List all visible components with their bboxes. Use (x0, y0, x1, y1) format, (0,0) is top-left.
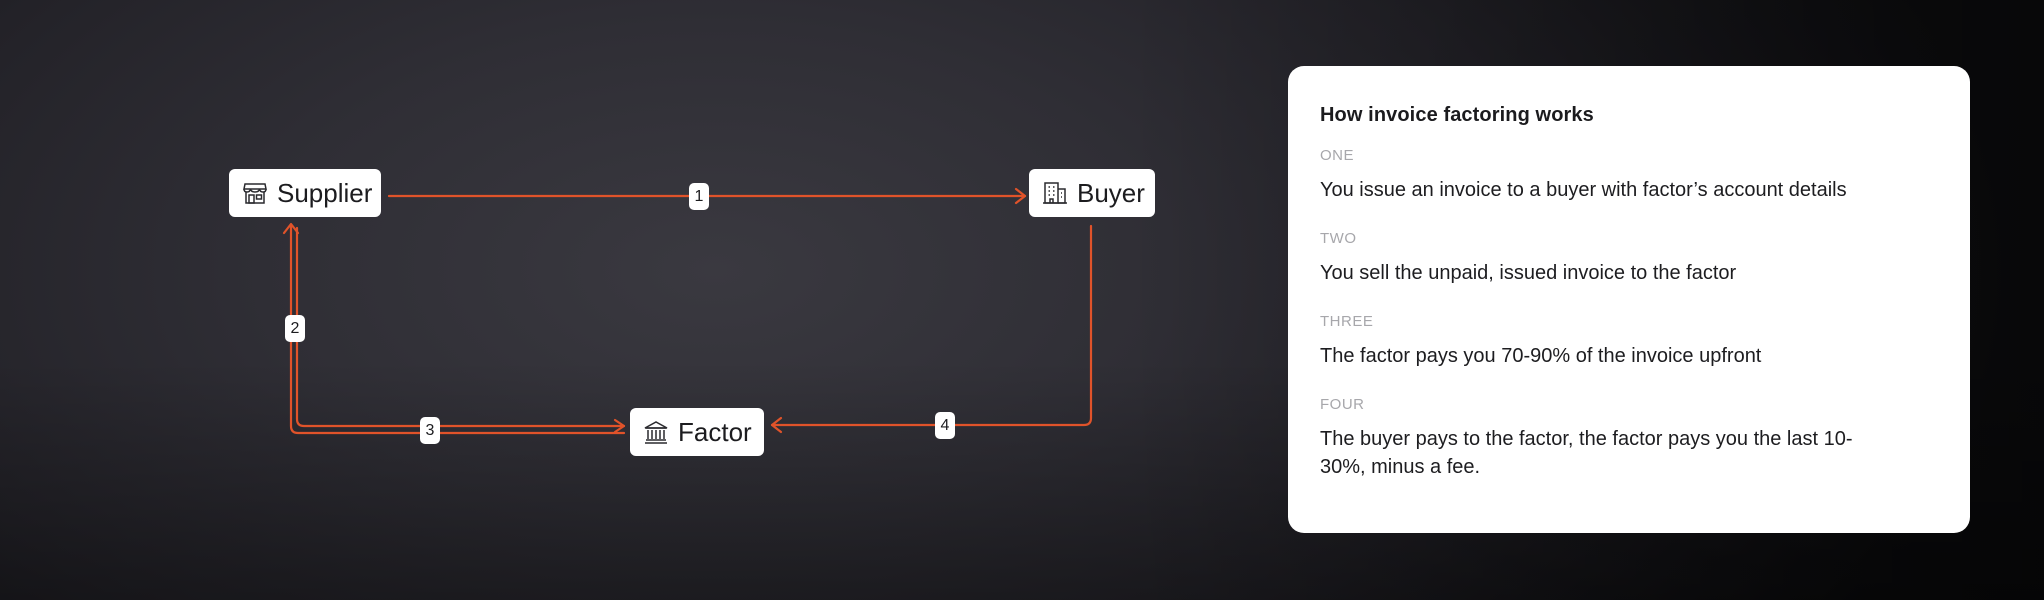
bank-icon (644, 421, 668, 444)
step-two: TWO You sell the unpaid, issued invoice … (1320, 230, 1938, 287)
edge-3-badge: 3 (420, 417, 440, 444)
edge-4-line (770, 224, 1093, 427)
step-text: You issue an invoice to a buyer with fac… (1320, 179, 1847, 201)
step-text: The buyer pays to the factor, the factor… (1320, 428, 1853, 478)
edge-4-badge: 4 (935, 412, 955, 439)
buyer-node: Buyer (1029, 169, 1155, 217)
building-icon (1043, 182, 1067, 204)
step-label: THREE (1320, 313, 1374, 330)
step-label: FOUR (1320, 396, 1365, 413)
step-four: FOUR The buyer pays to the factor, the f… (1320, 396, 1938, 481)
buyer-label: Buyer (1077, 177, 1145, 208)
edge-4-arrowhead (770, 416, 783, 434)
edge-2-line (295, 226, 626, 428)
step-one: ONE You issue an invoice to a buyer with… (1320, 147, 1938, 204)
edge-2-arrowhead (282, 222, 300, 235)
supplier-node: Supplier (229, 169, 381, 217)
card-title: How invoice factoring works (1320, 104, 1594, 126)
step-text: The factor pays you 70-90% of the invoic… (1320, 345, 1762, 367)
explanation-card: How invoice factoring works ONE You issu… (1288, 66, 1970, 533)
edge-1-badge: 1 (689, 183, 709, 210)
edge-3-line (289, 224, 626, 435)
factor-node: Factor (630, 408, 764, 456)
step-three: THREE The factor pays you 70-90% of the … (1320, 313, 1938, 370)
edge-1-arrowhead (1014, 187, 1027, 205)
factor-label: Factor (678, 416, 752, 447)
step-text: You sell the unpaid, issued invoice to t… (1320, 262, 1737, 284)
step-label: TWO (1320, 230, 1357, 247)
store-icon (243, 183, 267, 204)
supplier-label: Supplier (277, 177, 373, 208)
edge-2-badge: 2 (285, 315, 305, 342)
step-label: ONE (1320, 147, 1355, 164)
edge-3-arrowhead (613, 418, 626, 434)
